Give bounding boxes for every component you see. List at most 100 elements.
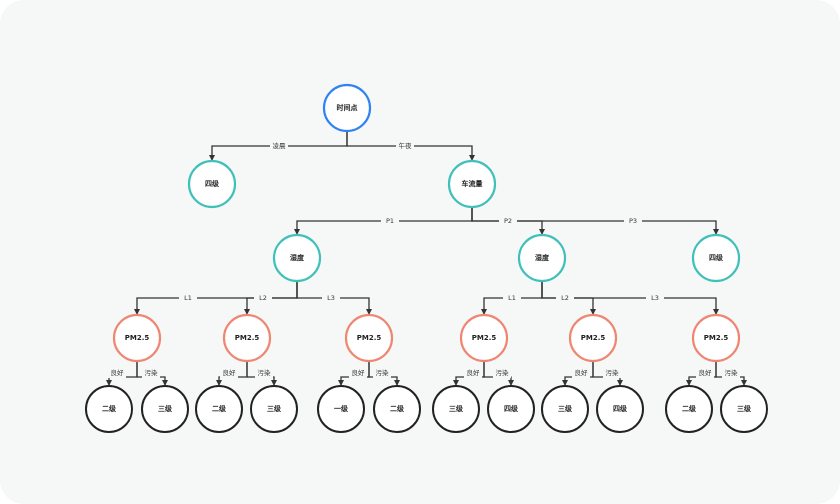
edge-label: L3	[322, 293, 340, 303]
node-label: 湿度	[535, 253, 550, 262]
node-circle	[272, 233, 322, 283]
node-label: PM2.5	[581, 334, 606, 342]
tree-node-salmon[interactable]: PM2.5	[691, 313, 741, 363]
edge-label-text: 良好	[699, 368, 713, 377]
tree-node-leaf[interactable]: 三级	[250, 385, 298, 433]
tree-node-salmon[interactable]: PM2.5	[344, 313, 394, 363]
node-label: 车流量	[462, 179, 483, 188]
node-circle	[250, 385, 298, 433]
node-label: 二级	[682, 404, 697, 413]
edge-label: L2	[254, 293, 272, 303]
edge-label: 污染	[722, 368, 740, 378]
node-label: PM2.5	[125, 334, 150, 342]
edge-label-background	[646, 293, 664, 303]
edge-label-background	[322, 293, 340, 303]
node-label: PM2.5	[235, 334, 260, 342]
node-label: 四级	[709, 253, 724, 262]
edge-label-text: 良好	[223, 368, 237, 377]
node-circle	[195, 385, 243, 433]
edge-label-text: 午夜	[399, 141, 413, 150]
tree-node-leaf[interactable]: 一级	[317, 385, 365, 433]
edge-label: 污染	[603, 368, 621, 378]
node-circle	[112, 313, 162, 363]
tree-node-salmon[interactable]: PM2.5	[222, 313, 272, 363]
tree-node-leaf[interactable]: 三级	[141, 385, 189, 433]
edge-label: 凌晨	[270, 141, 288, 151]
edge-label-text: L3	[651, 294, 659, 302]
node-circle	[222, 313, 272, 363]
edge-label: 污染	[142, 368, 160, 378]
edge-label: 污染	[493, 368, 511, 378]
node-label: 湿度	[290, 253, 305, 262]
edge-label-text: 污染	[258, 368, 272, 377]
edge-label-background	[696, 368, 714, 378]
edge-label-text: P2	[504, 217, 512, 225]
node-circle	[317, 385, 365, 433]
edge-label-background	[499, 216, 517, 226]
tree-node-leaf[interactable]: 四级	[596, 385, 644, 433]
node-circle	[691, 233, 741, 283]
tree-node-leaf[interactable]: 二级	[85, 385, 133, 433]
tree-node-salmon[interactable]: PM2.5	[568, 313, 618, 363]
edge-label: 良好	[349, 368, 367, 378]
tree-node-salmon[interactable]: PM2.5	[112, 313, 162, 363]
tree-node-leaf[interactable]: 三级	[541, 385, 589, 433]
tree-node-leaf[interactable]: 二级	[665, 385, 713, 433]
tree-node-leaf[interactable]: 三级	[432, 385, 480, 433]
edge-label-text: 污染	[376, 368, 390, 377]
edge-label-text: L2	[259, 294, 267, 302]
node-label: 四级	[504, 404, 519, 413]
node-label: PM2.5	[704, 334, 729, 342]
edge-label: P2	[499, 216, 517, 226]
node-label: PM2.5	[472, 334, 497, 342]
edge-label-text: 污染	[606, 368, 620, 377]
node-circle	[432, 385, 480, 433]
node-label: 三级	[449, 404, 464, 413]
tree-node-leaf[interactable]: 三级	[720, 385, 768, 433]
node-label: 三级	[267, 404, 282, 413]
node-circle	[373, 385, 421, 433]
edge-label-text: 良好	[467, 368, 481, 377]
node-circle	[568, 313, 618, 363]
edge-label-background	[255, 368, 273, 378]
edge-label-background	[349, 368, 367, 378]
edge-label-background	[381, 216, 399, 226]
node-label: 二级	[390, 404, 405, 413]
tree-node-teal[interactable]: 四级	[187, 159, 237, 209]
tree-node-teal[interactable]: 车流量	[447, 159, 497, 209]
tree-node-leaf[interactable]: 二级	[195, 385, 243, 433]
edge-label-text: L1	[184, 294, 192, 302]
tree-node-leaf[interactable]: 二级	[373, 385, 421, 433]
tree-node-teal[interactable]: 湿度	[517, 233, 567, 283]
node-label: 二级	[212, 404, 227, 413]
node-label: 三级	[737, 404, 752, 413]
tree-node-teal[interactable]: 四级	[691, 233, 741, 283]
edge-label-text: 污染	[496, 368, 510, 377]
edge-label: 污染	[255, 368, 273, 378]
node-circle	[691, 313, 741, 363]
node-label: 时间点	[337, 103, 358, 112]
node-circle	[322, 83, 372, 133]
edge-label-text: 良好	[111, 368, 125, 377]
edge-label: 午夜	[396, 141, 414, 151]
edge-label: L3	[646, 293, 664, 303]
edge-label: L2	[556, 293, 574, 303]
edge-label: L1	[179, 293, 197, 303]
node-circle	[459, 313, 509, 363]
edge-label-text: P1	[386, 217, 394, 225]
tree-node-teal[interactable]: 湿度	[272, 233, 322, 283]
edge-label-text: 凌晨	[273, 141, 287, 150]
edge-label-background	[603, 368, 621, 378]
edge-label-background	[108, 368, 126, 378]
edge-label: 良好	[464, 368, 482, 378]
tree-node-leaf[interactable]: 四级	[487, 385, 535, 433]
node-circle	[720, 385, 768, 433]
node-circle	[447, 159, 497, 209]
edge-label-background	[464, 368, 482, 378]
node-circle	[517, 233, 567, 283]
tree-node-salmon[interactable]: PM2.5	[459, 313, 509, 363]
tree-node-root[interactable]: 时间点	[322, 83, 372, 133]
edge-label-background	[220, 368, 238, 378]
